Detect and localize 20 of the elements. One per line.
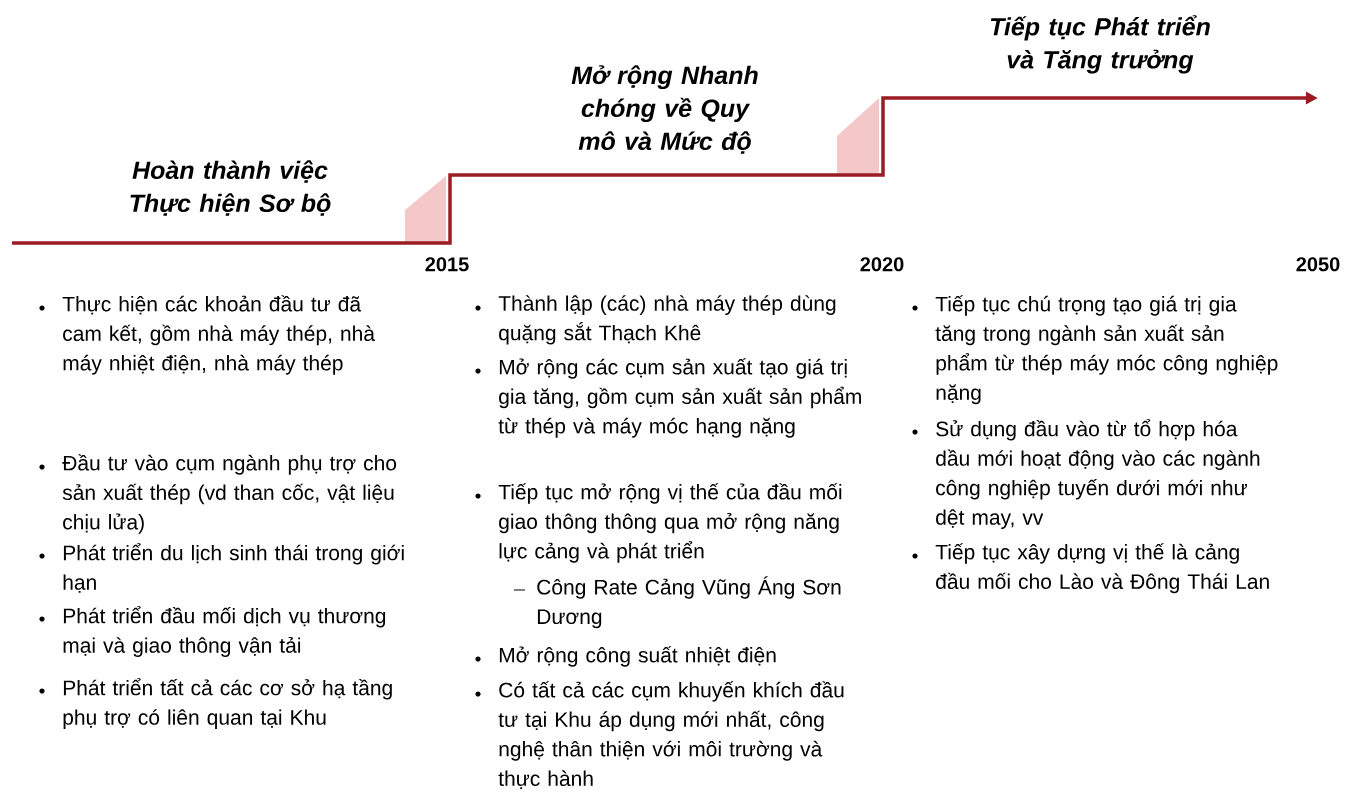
bullet-text: Thực hiện các khoản đầu tư đã cam kết, gồm nhà máy thép, nhà máy nhiệt điện, nhà máy thép: [62, 295, 375, 375]
bullet-text: Phát triển tất cả các cơ sở hạ tầng phụ trợ có liên quan tại Khu: [63, 678, 392, 729]
bullet-text: Đầu tư vào cụm ngành phụ trợ cho sản xuất thép (vd than cốc, vật liệu chịu lửa): [62, 454, 397, 534]
bullet-text: Tiếp tục chú trọng tạo giá trị gia tăng trong ngành sản xuất sản phẩm từ thép máy móc công nghiệp nặng: [935, 295, 1278, 405]
bullet-text: Mở rộng công suất nhiệt điện: [499, 646, 776, 667]
phase-heading: Hoàn thành việc Thực hiện Sơ bộ: [130, 160, 331, 216]
phase-heading: Tiếp tục Phát triển và Tăng trưởng: [990, 15, 1210, 74]
bullet-text: Tiếp tục xây dựng vị thế là cảng đầu mối cho Lào và Đông Thái Lan: [935, 543, 1269, 594]
bullet-text: Phát triển đầu mối dịch vụ thương mại và giao thông vận tải: [63, 606, 386, 657]
year-label: 2015: [425, 257, 469, 272]
bullet-text: Tiếp tục mở rộng vị thế của đầu mối giao thông thông qua mở rộng năng lực cảng và phát triển: [498, 483, 842, 563]
bullet-text: Có tất cả các cụm khuyến khích đầu tư tại Khu áp dụng mới nhất, công nghệ thân thiện với môi trường và thực hành: [498, 681, 844, 789]
bullet-text: Công Rate Cảng Vũng Áng Sơn Dương: [537, 576, 841, 629]
bullet-text: Thành lập (các) nhà máy thép dùng quặng sắt Thạch Khê: [498, 295, 836, 345]
bullet-text: Phát triển du lịch sinh thái trong giới hạn: [63, 543, 404, 593]
bullet-text: Mở rộng các cụm sản xuất tạo giá trị gia tăng, gồm cụm sản xuất sản phẩm từ thép và máy móc hạng nặng: [498, 358, 861, 438]
bullet-text: Sử dụng đầu vào từ tổ hợp hóa dầu mới hoạt động vào các ngành công nghiệp tuyến dưới mới như dệt may, vv: [936, 419, 1260, 529]
phase-heading: Mở rộng Nhanh chóng về Quy mô và Mức độ: [571, 65, 758, 154]
year-label: 2050: [1296, 257, 1340, 272]
year-label: 2020: [860, 257, 904, 272]
